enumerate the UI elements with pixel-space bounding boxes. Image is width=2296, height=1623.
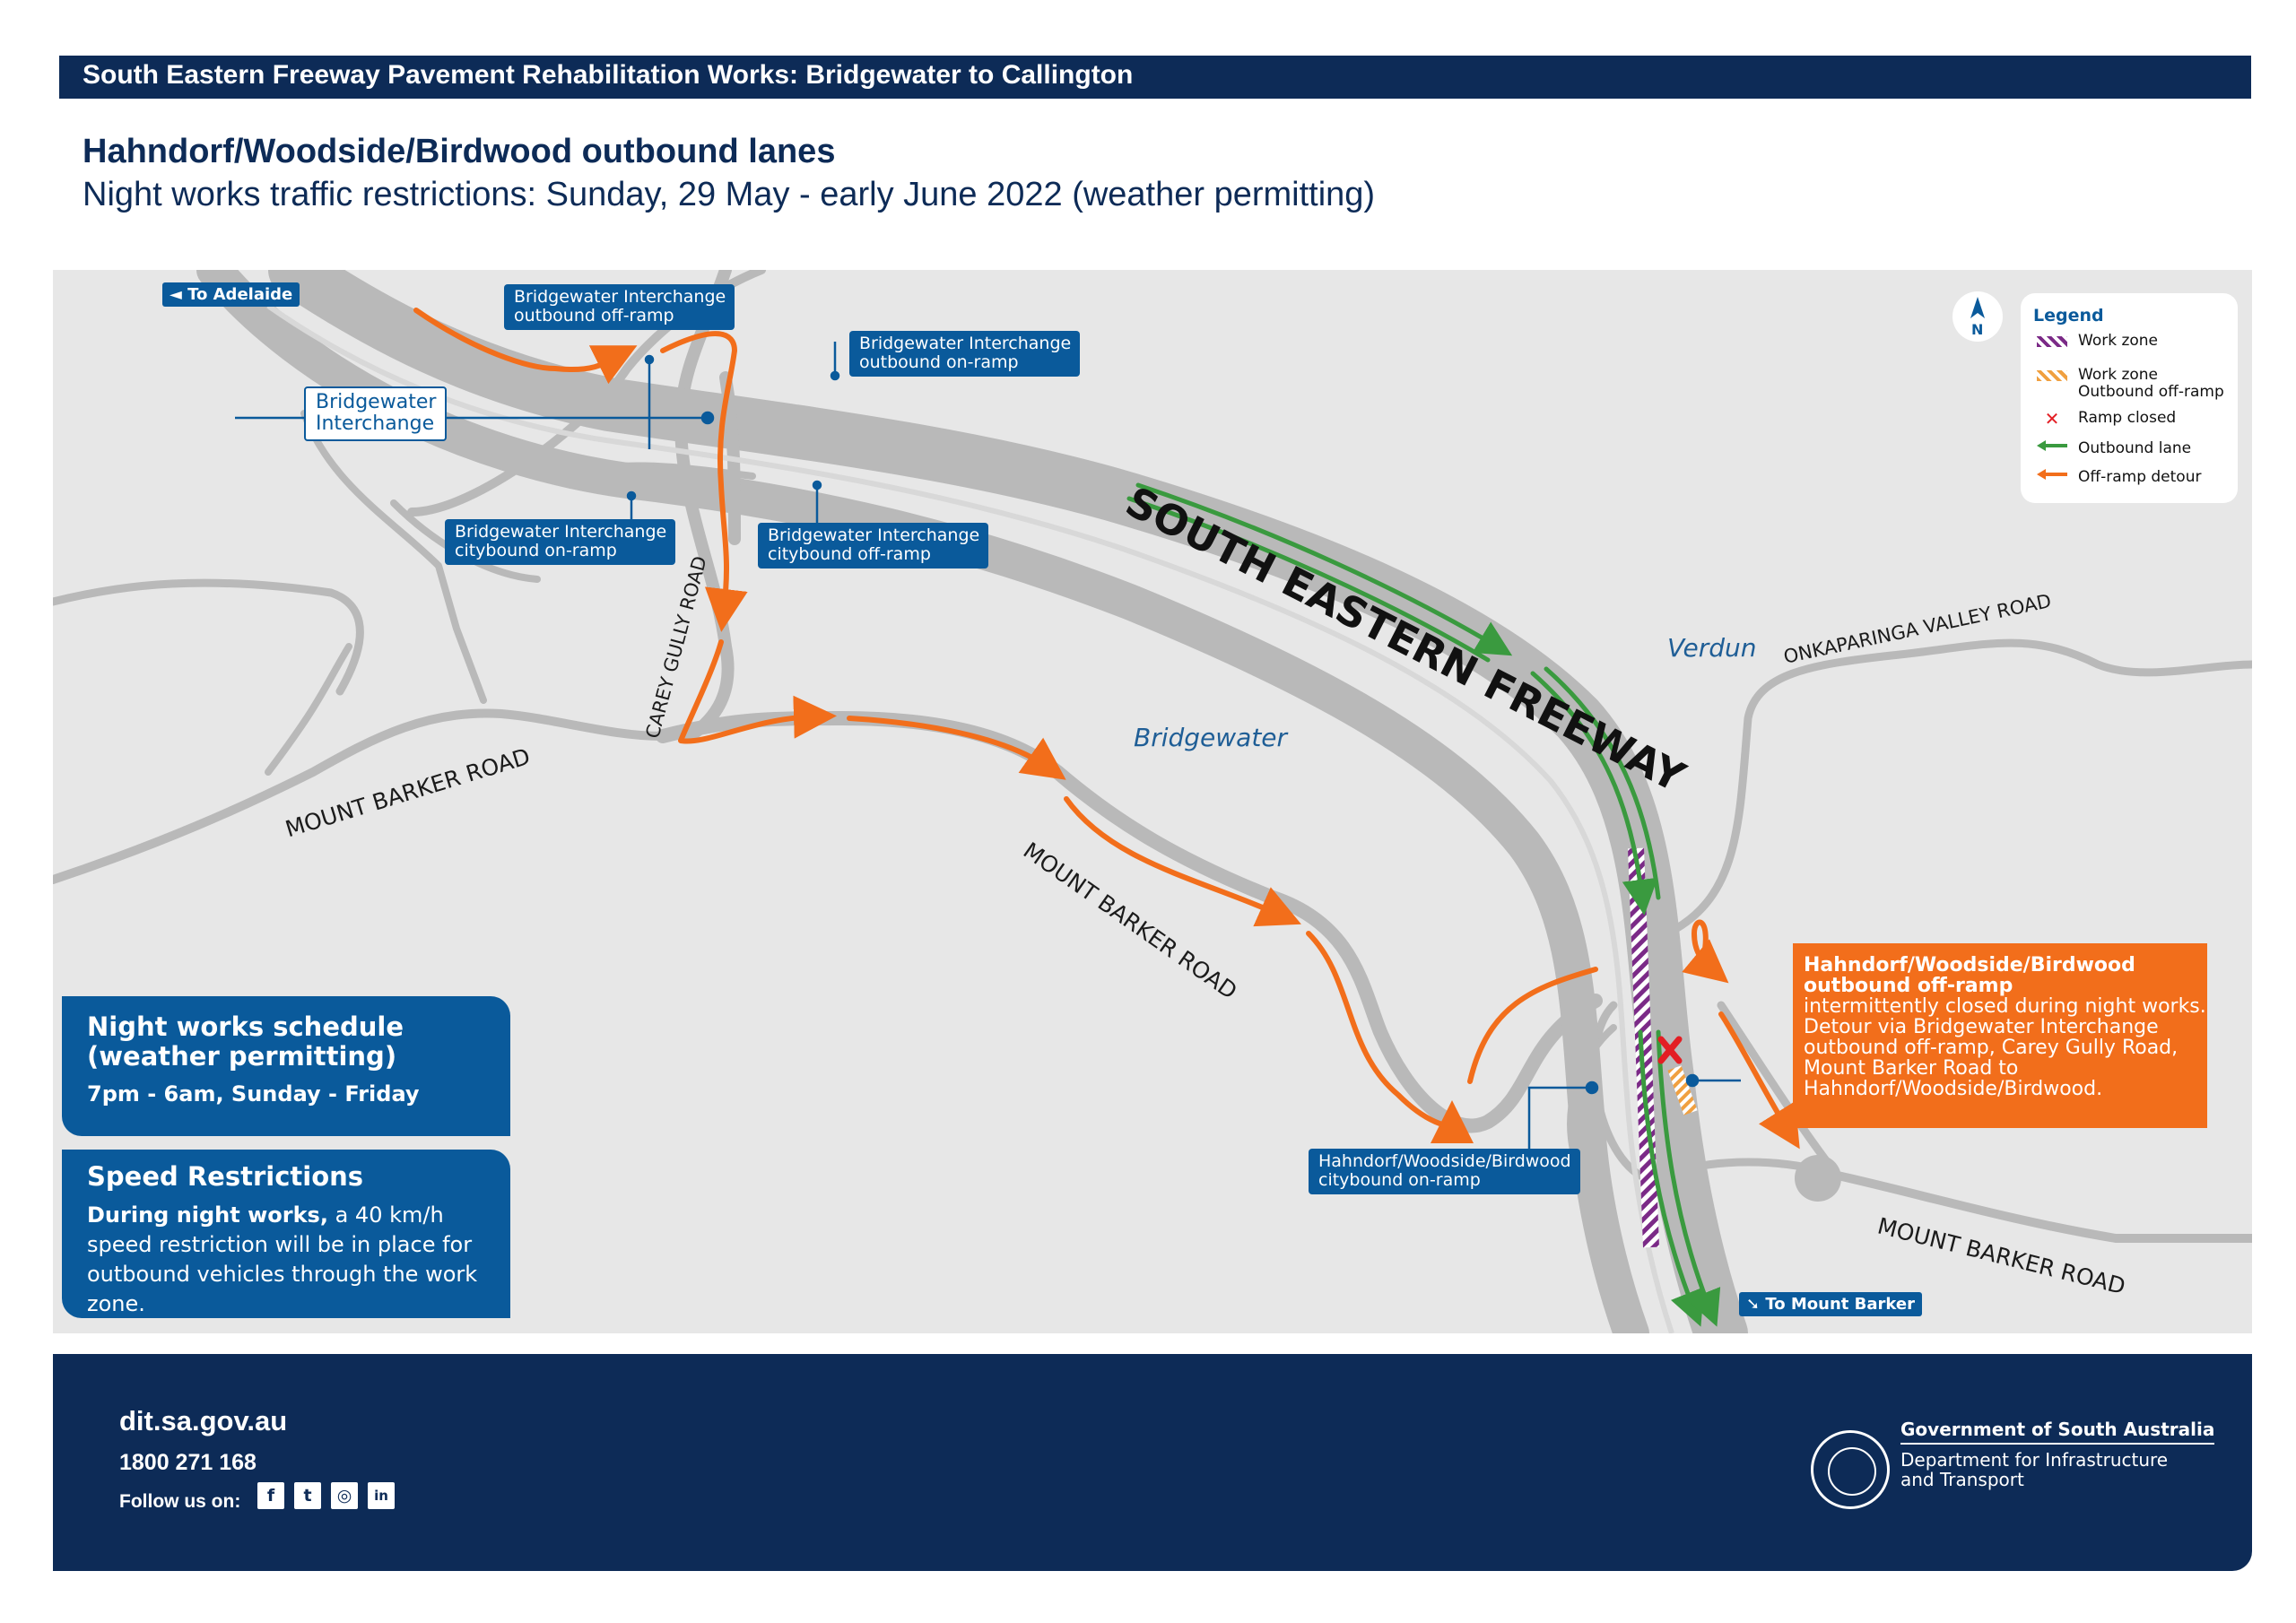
legend-label: Outbound lane: [2078, 439, 2192, 457]
legend-label: Off-ramp detour: [2078, 468, 2202, 486]
to-adelaide-tag: ◄ To Adelaide: [162, 282, 300, 307]
legend-item-outbound-lane: Outbound lane: [2037, 440, 2191, 458]
page-title: Hahndorf/Woodside/Birdwood outbound lane…: [83, 133, 836, 170]
twitter-icon[interactable]: t: [294, 1482, 321, 1509]
place-verdun: Verdun: [1667, 633, 1757, 663]
linkedin-icon[interactable]: in: [368, 1482, 395, 1509]
north-arrow: N: [1952, 291, 2003, 342]
north-label: N: [1971, 321, 1984, 338]
orange-hatch-swatch: [2037, 370, 2067, 381]
callout-bw-citybound-onramp: Bridgewater Interchange citybound on-ram…: [445, 519, 676, 565]
schedule-body: 7pm - 6am, Sunday - Friday: [87, 1081, 420, 1107]
speed-panel: Speed Restrictions During night works, a…: [62, 1150, 510, 1318]
speed-body-text: a 40 km/h speed restriction will be in p…: [87, 1202, 478, 1316]
north-arrow-icon: [1970, 297, 1985, 318]
callout-bw-citybound-offramp: Bridgewater Interchange citybound off-ra…: [758, 523, 989, 568]
legend-item-offramp-detour: Off-ramp detour: [2037, 469, 2201, 487]
legend: Legend Work zone Work zone Outbound off-…: [2021, 293, 2238, 503]
follow-us-label: Follow us on:: [119, 1491, 241, 1512]
legend-item-work-zone: Work zone: [2037, 333, 2158, 351]
top-banner: South Eastern Freeway Pavement Rehabilit…: [59, 56, 2251, 99]
sa-government-crest-icon: [1811, 1430, 1890, 1509]
government-name: Government of South Australia: [1900, 1419, 2215, 1445]
legend-label: Work zone: [2078, 332, 2159, 350]
closure-notice: Hahndorf/Woodside/Birdwood outbound off-…: [1793, 943, 2207, 1128]
speed-body: During night works, a 40 km/h speed rest…: [87, 1201, 509, 1319]
speed-heading: Speed Restrictions: [87, 1161, 364, 1192]
closure-notice-body: intermittently closed during night works…: [1804, 995, 2206, 1100]
schedule-heading: Night works schedule (weather permitting…: [87, 1011, 404, 1072]
map-area: SOUTH EASTERN FREEWAY MOUNT BARKER ROAD …: [53, 270, 2252, 1333]
red-x-icon: ✕: [2044, 408, 2060, 430]
orange-arrow-icon: [2037, 469, 2067, 483]
legend-title: Legend: [2033, 306, 2104, 325]
legend-label: Ramp closed: [2078, 409, 2177, 427]
callout-bridgewater-interchange: Bridgewater Interchange: [304, 386, 448, 441]
callout-bw-outbound-onramp: Bridgewater Interchange outbound on-ramp: [849, 331, 1081, 377]
closure-notice-heading: Hahndorf/Woodside/Birdwood outbound off-…: [1804, 954, 2135, 997]
website-link[interactable]: dit.sa.gov.au: [119, 1405, 288, 1436]
legend-item-ramp-closed: ✕ Ramp closed: [2037, 408, 2177, 430]
place-bridgewater: Bridgewater: [1134, 723, 1288, 752]
legend-label: Work zone Outbound off-ramp: [2078, 366, 2224, 401]
callout-bw-outbound-offramp: Bridgewater Interchange outbound off-ram…: [504, 284, 735, 330]
to-mount-barker-tag: ➘ To Mount Barker: [1739, 1292, 1922, 1316]
footer: dit.sa.gov.au 1800 271 168 Follow us on:…: [53, 1354, 2252, 1571]
speed-body-bold: During night works,: [87, 1202, 328, 1228]
legend-item-work-zone-offramp: Work zone Outbound off-ramp: [2037, 367, 2224, 401]
phone-number: 1800 271 168: [119, 1450, 257, 1475]
page-subtitle: Night works traffic restrictions: Sunday…: [83, 176, 1376, 213]
purple-hatch-swatch: [2037, 336, 2067, 347]
callout-hwb-citybound-onramp: Hahndorf/Woodside/Birdwood citybound on-…: [1309, 1149, 1580, 1194]
schedule-panel: Night works schedule (weather permitting…: [62, 996, 510, 1136]
department-name: Department for Infrastructure and Transp…: [1900, 1449, 2169, 1490]
facebook-icon[interactable]: f: [257, 1482, 284, 1509]
green-arrow-icon: [2037, 440, 2067, 455]
banner-text: South Eastern Freeway Pavement Rehabilit…: [83, 60, 1134, 90]
instagram-icon[interactable]: ◎: [331, 1482, 358, 1509]
map-roads: [53, 270, 2252, 1333]
